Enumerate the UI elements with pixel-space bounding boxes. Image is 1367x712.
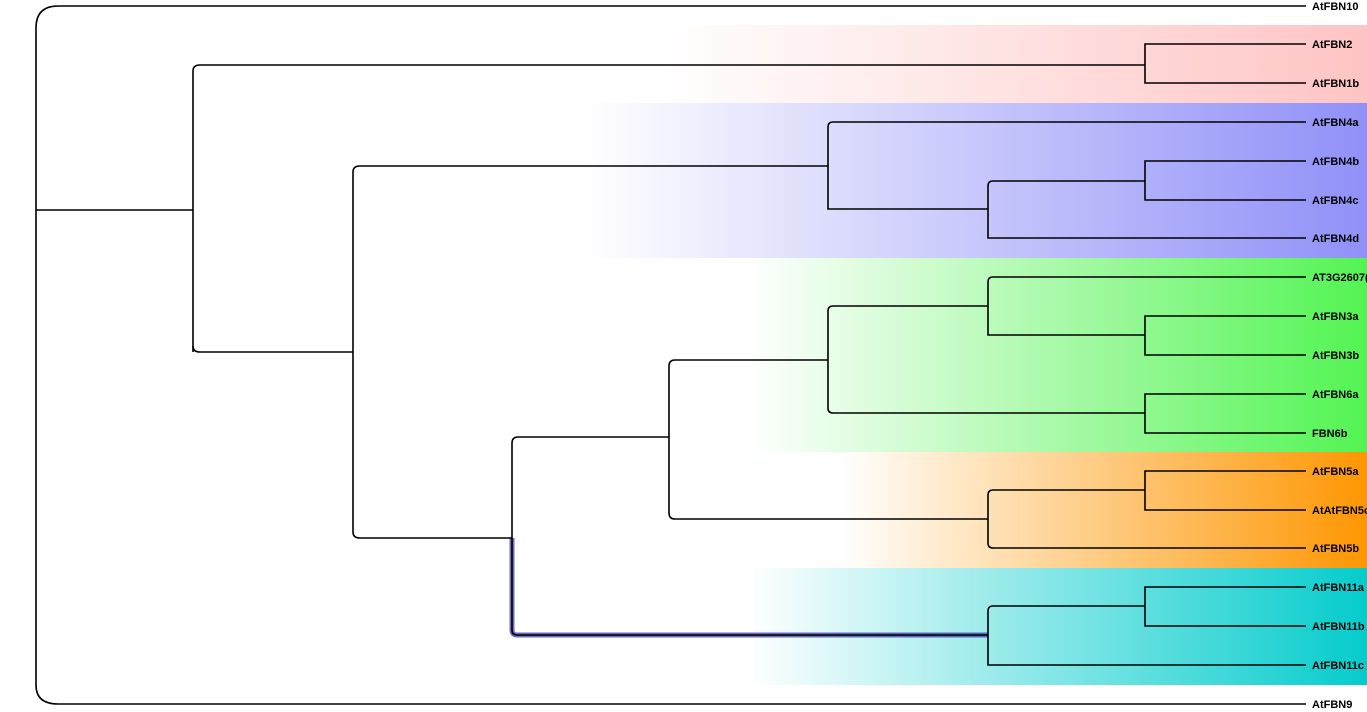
branch-node-b-lower[interactable]: [352, 531, 512, 539]
branch-fbn11-clade[interactable]: [987, 605, 1306, 666]
leaf-label-atfbn2[interactable]: AtFBN2: [1312, 39, 1352, 51]
leaf-labels: AtFBN10 AtFBN2 AtFBN1b AtFBN4a AtFBN4b A…: [1312, 1, 1367, 711]
leaf-label-at3g2607[interactable]: AT3G2607(: [1312, 272, 1367, 284]
branch-fbn3a-fbn3b[interactable]: [1144, 315, 1306, 356]
leaf-label-atfbn4b[interactable]: AtFBN4b: [1312, 156, 1359, 168]
branch-fbn11-lower[interactable]: [511, 538, 988, 636]
leaf-label-atfbn9[interactable]: AtFBN9: [1312, 699, 1352, 711]
leaf-label-atfbn10[interactable]: AtFBN10: [1312, 1, 1358, 13]
leaf-label-atfbn6a[interactable]: AtFBN6a: [1312, 389, 1359, 401]
leaf-label-atfbn4d[interactable]: AtFBN4d: [1312, 233, 1359, 245]
tree-branches: [35, 5, 1306, 705]
branch-fbn2-fbn1b[interactable]: [1144, 43, 1306, 84]
branch-fbn3-6-clade[interactable]: [827, 305, 1145, 414]
leaf-label-atfbn1b[interactable]: AtFBN1b: [1312, 78, 1359, 90]
branch-fbn5a-fbn5c[interactable]: [1144, 470, 1306, 511]
leaf-label-atfbn3b[interactable]: AtFBN3b: [1312, 350, 1359, 362]
branch-node-d[interactable]: [668, 359, 828, 437]
branch-node-c[interactable]: [511, 436, 669, 538]
branch-fbn4-clade[interactable]: [827, 121, 1306, 210]
branch-fbn3-group[interactable]: [987, 276, 1306, 336]
leaf-label-atfbn11c[interactable]: AtFBN11c: [1312, 660, 1364, 672]
branch-fbn6a-fbn6b[interactable]: [1144, 393, 1306, 434]
branch-fbn5-clade[interactable]: [987, 489, 1306, 549]
leaf-label-atfbn5a[interactable]: AtFBN5a: [1312, 466, 1359, 478]
branch-node-a[interactable]: [192, 64, 1145, 352]
leaf-label-atfbn5b[interactable]: AtFBN5b: [1312, 543, 1359, 555]
branch-node-d-lower[interactable]: [668, 437, 988, 520]
branch-fbn11a-fbn11b[interactable]: [1144, 586, 1306, 627]
leaf-label-atfbn11b[interactable]: AtFBN11b: [1312, 621, 1365, 633]
clade-band-fbn4: [585, 103, 1367, 258]
leaf-label-atfbn4c[interactable]: AtFBN4c: [1312, 195, 1358, 207]
leaf-label-atfbn4a[interactable]: AtFBN4a: [1312, 117, 1359, 129]
branch-fbn4b-fbn4c[interactable]: [1144, 160, 1306, 201]
branch-node-b[interactable]: [352, 165, 828, 532]
leaf-label-atatfbn5c[interactable]: AtAtFBN5c: [1312, 505, 1367, 517]
leaf-label-atfbn11a[interactable]: AtFBN11a: [1312, 582, 1365, 594]
branch-fbn4-sub[interactable]: [987, 180, 1306, 239]
clade-band-fbn1-2: [660, 25, 1367, 103]
leaf-label-fbn6b[interactable]: FBN6b: [1312, 428, 1348, 440]
branch-node-a-lower[interactable]: [192, 345, 353, 353]
leaf-label-atfbn3a[interactable]: AtFBN3a: [1312, 311, 1359, 323]
branch-root[interactable]: [35, 5, 1306, 705]
